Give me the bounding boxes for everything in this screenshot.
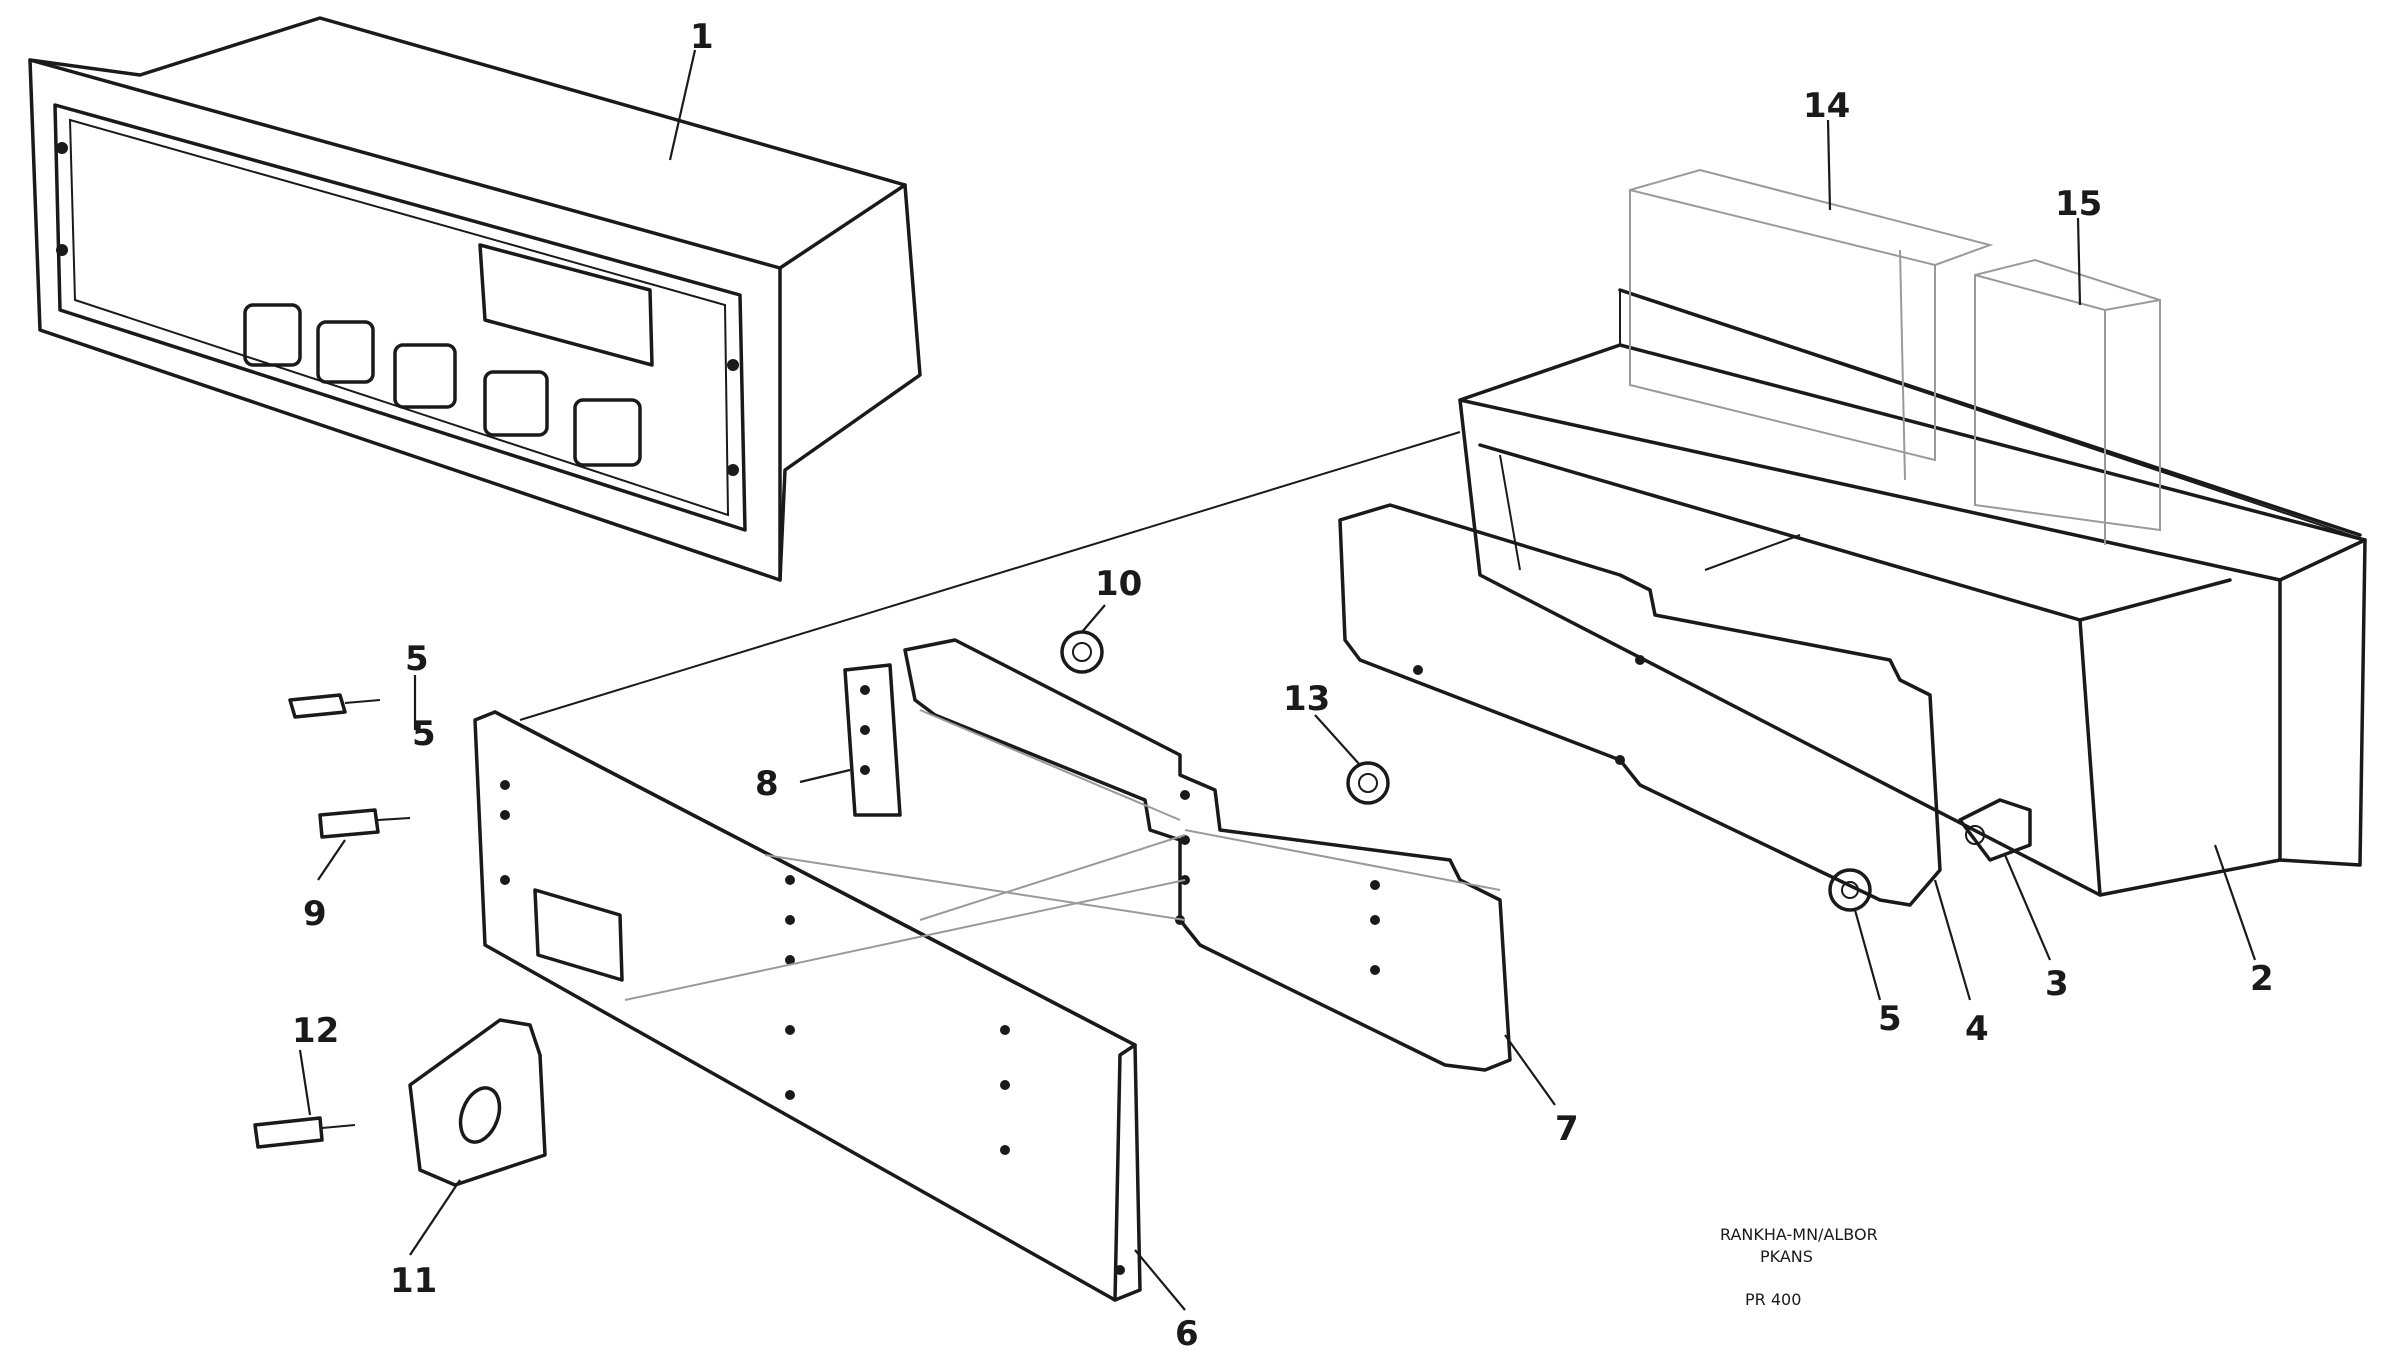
- stamp-code: PR 400: [1745, 1290, 1801, 1309]
- assembly-line: [624, 879, 1186, 1001]
- inner-board: [1338, 503, 1942, 907]
- leader-7: [1504, 1034, 1556, 1106]
- callout-15: 15: [2055, 184, 2102, 224]
- leader-8: [799, 768, 851, 784]
- leader-5b: [1853, 909, 1882, 1001]
- callout-9: 9: [303, 894, 327, 934]
- slot-detail: [1704, 534, 1801, 571]
- projection-line: [519, 431, 1461, 721]
- callout-8: 8: [755, 764, 779, 804]
- standoff-part-5: [1828, 868, 1872, 912]
- circuit-board-part-7: [843, 638, 1512, 1072]
- callout-14: 14: [1803, 86, 1850, 126]
- callout-12: 12: [292, 1011, 339, 1051]
- cover-block-part-15: [1974, 258, 2161, 545]
- callout-5b: 5: [1878, 999, 1902, 1039]
- callout-10: 10: [1095, 564, 1142, 604]
- assembly-line: [919, 834, 1186, 921]
- leader-1: [668, 49, 697, 161]
- callout-1: 1: [690, 17, 714, 57]
- stamp-line-2: PKANS: [1760, 1247, 1813, 1266]
- callout-6: 6: [1175, 1314, 1199, 1354]
- leader-10: [1081, 604, 1106, 633]
- leader-2: [2213, 844, 2257, 961]
- leader-3: [2003, 854, 2052, 961]
- screw-part-5: [288, 693, 381, 719]
- leader-13: [1314, 714, 1361, 766]
- leader-14: [1826, 119, 1832, 211]
- screw-part-12: [253, 1116, 356, 1149]
- callout-3: 3: [2045, 964, 2069, 1004]
- callout-2: 2: [2250, 959, 2274, 999]
- nut-part-10: [1060, 630, 1104, 674]
- callout-11: 11: [390, 1261, 437, 1301]
- leader-15: [2076, 217, 2082, 306]
- callout-7: 7: [1555, 1109, 1579, 1149]
- cover-block-part-14: [1629, 168, 1994, 481]
- leader-11: [409, 1179, 461, 1256]
- bracket-part-11: [408, 1018, 547, 1187]
- leader-12: [298, 1049, 312, 1116]
- leader-6: [1134, 1249, 1186, 1311]
- base-plate-part-6: [473, 710, 1142, 1302]
- display-panel-part-1: [28, 16, 922, 582]
- callout-4: 4: [1965, 1009, 1989, 1049]
- callout-13: 13: [1283, 679, 1330, 719]
- connector-part-3: [1958, 798, 2032, 862]
- screw-part-9: [318, 808, 411, 839]
- nut-part-13: [1346, 761, 1390, 805]
- assembly-line: [764, 854, 1186, 921]
- housing-box-part-2: [1458, 288, 2367, 897]
- stamp-line-1: RANKHA-MN/ALBOR: [1720, 1225, 1878, 1244]
- leader-4: [1933, 879, 1972, 1001]
- callout-5: 5: [412, 714, 436, 754]
- callout-7-top: 5: [405, 639, 429, 679]
- leader-9: [317, 839, 346, 881]
- drawing-stamp: RANKHA-MN/ALBOR PKANS PR 400: [1720, 1225, 1878, 1309]
